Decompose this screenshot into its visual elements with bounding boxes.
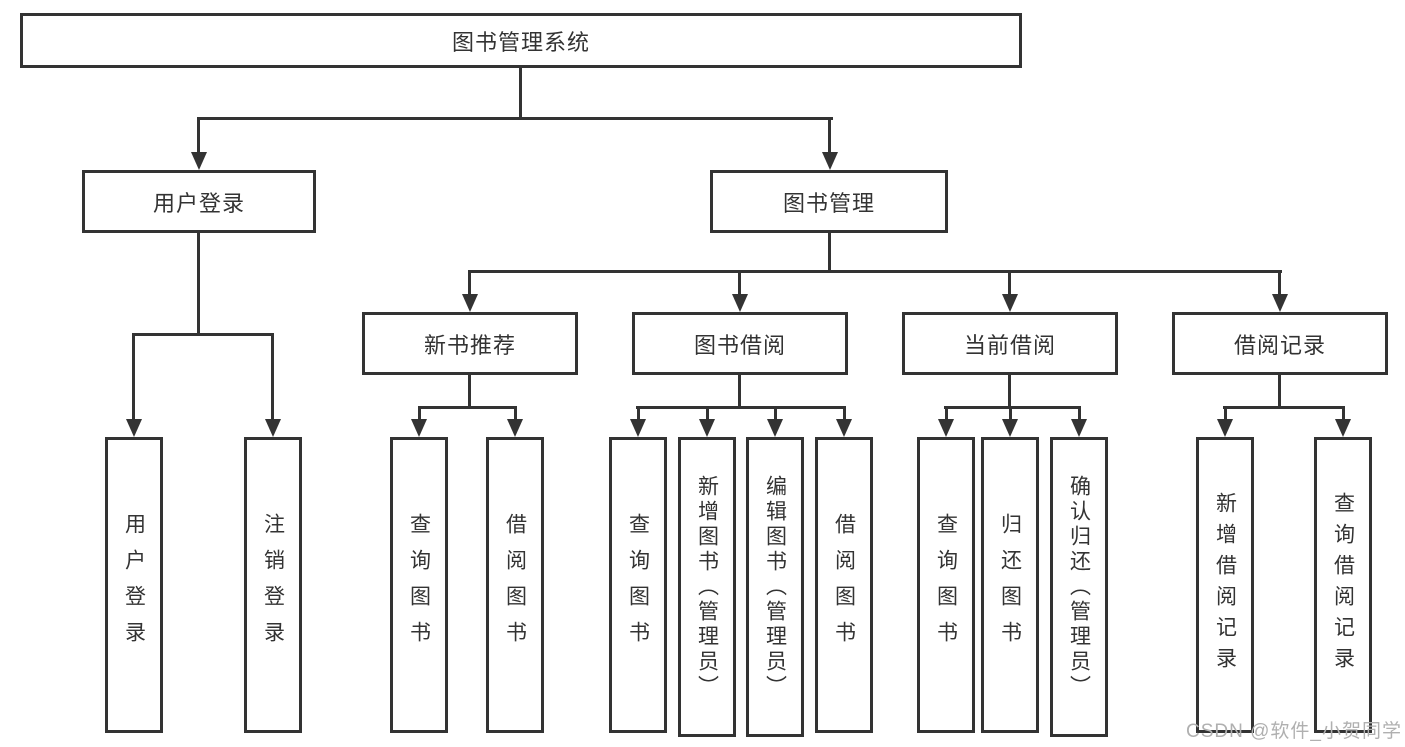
connector-arrowhead [836,419,852,437]
node-book-borrowing: 图书借阅 [632,312,848,375]
node-current-borrowing: 当前借阅 [902,312,1118,375]
connector-arrowhead [630,419,646,437]
connector-arrowhead [265,419,281,437]
watermark: CSDN @软件_小贺同学 [1186,721,1402,742]
leaf-query-borrow-record: 查询借阅记录 [1314,437,1372,733]
leaf-query-books-current: 查询图书 [917,437,975,733]
connector-arrowhead [1071,419,1087,437]
connector-line [774,406,777,421]
connector-arrowhead [938,419,954,437]
connector-arrowhead [191,152,207,170]
connector-arrowhead [822,152,838,170]
connector-line [843,406,846,421]
leaf-borrow-books-borrow: 借阅图书 [815,437,873,733]
node-new-book-recommend: 新书推荐 [362,312,578,375]
connector-arrowhead [1217,419,1233,437]
connector-line [945,406,948,421]
connector-arrowhead [1002,294,1018,312]
node-library-system: 图书管理系统 [20,13,1022,68]
leaf-logout: 注销登录 [244,437,302,733]
connector-arrowhead [1335,419,1351,437]
connector-line [1008,375,1011,409]
connector-line [1008,270,1011,296]
connector-line [519,68,522,120]
leaf-confirm-return-admin: 确认归还（管理员） [1050,437,1108,737]
connector-arrowhead [732,294,748,312]
leaf-return-books: 归还图书 [981,437,1039,733]
connector-line [132,333,274,336]
connector-line [271,333,274,421]
connector-line [132,333,135,421]
connector-line [1278,270,1281,296]
connector-line [468,270,1282,273]
leaf-add-borrow-record: 新增借阅记录 [1196,437,1254,733]
connector-line [418,406,421,421]
connector-line [514,406,517,421]
connector-arrowhead [507,419,523,437]
connector-line [738,270,741,296]
connector-line [1223,406,1345,409]
connector-line [706,406,709,421]
connector-arrowhead [1002,419,1018,437]
leaf-add-books-admin: 新增图书（管理员） [678,437,736,737]
connector-line [197,233,200,336]
connector-line [828,117,831,155]
connector-line [1224,406,1227,421]
connector-line [468,270,471,296]
connector-line [1342,406,1345,421]
connector-arrowhead [462,294,478,312]
connector-line [944,406,1081,409]
connector-line [828,233,831,273]
connector-line [197,117,200,155]
connector-line [637,406,640,421]
connector-line [738,375,741,409]
leaf-query-books-borrow: 查询图书 [609,437,667,733]
leaf-query-books-recommend: 查询图书 [390,437,448,733]
connector-arrowhead [126,419,142,437]
connector-arrowhead [699,419,715,437]
node-borrowing-records: 借阅记录 [1172,312,1388,375]
connector-line [1278,375,1281,409]
connector-line [197,117,833,120]
leaf-borrow-books-recommend: 借阅图书 [486,437,544,733]
node-book-management: 图书管理 [710,170,948,233]
connector-arrowhead [1272,294,1288,312]
connector-line [468,375,471,409]
connector-line [636,406,846,409]
connector-line [418,406,517,409]
connector-arrowhead [411,419,427,437]
connector-arrowhead [767,419,783,437]
node-user-login: 用户登录 [82,170,316,233]
leaf-edit-books-admin: 编辑图书（管理员） [746,437,804,737]
leaf-user-login: 用户登录 [105,437,163,733]
connector-line [1009,406,1012,421]
connector-line [1078,406,1081,421]
